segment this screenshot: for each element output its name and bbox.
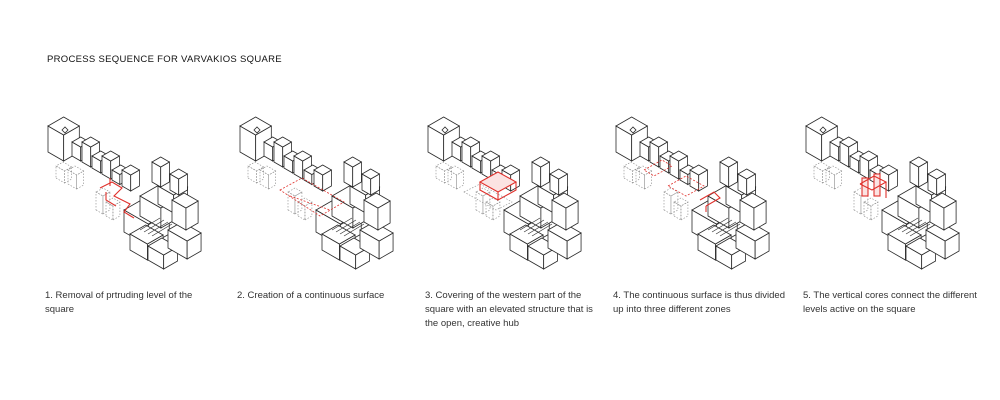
axonometric-drawing-2: [232, 112, 412, 272]
diagram-panel-2: [232, 112, 412, 272]
diagram-panel-4: [608, 112, 788, 272]
diagram-panel-5: [798, 112, 978, 272]
axonometric-drawing-3: [420, 112, 600, 272]
diagram-panel-3: [420, 112, 600, 272]
axonometric-drawing-1: [40, 112, 220, 272]
step-caption-1: 1. Removal of prtruding level of the squ…: [45, 289, 220, 317]
axonometric-drawing-5: [798, 112, 978, 272]
context-buildings: [616, 117, 769, 269]
axonometric-drawing-4: [608, 112, 788, 272]
step-caption-4: 4. The continuous surface is thus divide…: [613, 289, 788, 317]
diagram-panel-1: [40, 112, 220, 272]
context-buildings: [428, 117, 581, 269]
step-caption-5: 5. The vertical cores connect the differ…: [803, 289, 978, 317]
step-caption-2: 2. Creation of a continuous surface: [237, 289, 412, 303]
step-caption-3: 3. Covering of the western part of the s…: [425, 289, 600, 331]
context-buildings: [48, 117, 201, 269]
context-buildings: [806, 117, 959, 269]
page-title: PROCESS SEQUENCE FOR VARVAKIOS SQUARE: [47, 54, 282, 65]
context-buildings: [240, 117, 393, 269]
